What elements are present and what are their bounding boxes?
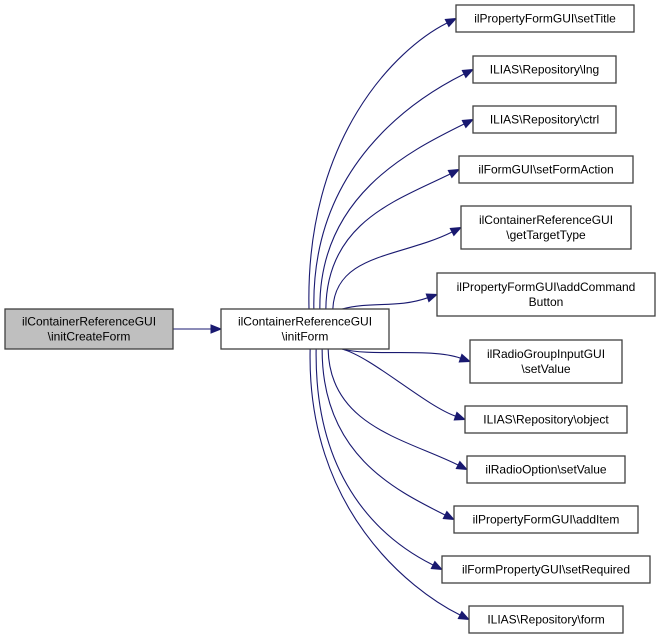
edge-initForm-to-c3 — [325, 168, 461, 310]
arrowhead — [453, 411, 467, 421]
node-label: ilRadioGroupInputGUI — [487, 347, 605, 361]
node-c3[interactable]: ilFormGUI\setFormAction — [458, 155, 634, 184]
edge-initForm-to-c9 — [321, 348, 456, 521]
arrowhead — [447, 168, 461, 179]
arrowhead — [425, 293, 439, 303]
edge-initForm-to-c0 — [308, 17, 458, 310]
node-box[interactable] — [220, 308, 390, 350]
edge-initForm-to-c5 — [341, 293, 439, 310]
node-box[interactable] — [4, 308, 174, 350]
node-label: ILIAS\Repository\ctrl — [490, 113, 599, 127]
edge-line — [341, 348, 456, 417]
node-c7[interactable]: ILIAS\Repository\object — [464, 405, 628, 434]
edge-line — [341, 297, 428, 310]
edge-initForm-to-c1 — [313, 68, 475, 310]
node-label: ILIAS\Repository\object — [483, 413, 609, 427]
edge-line — [327, 348, 459, 466]
edge-initForm-to-c11 — [309, 348, 471, 621]
node-label: ilPropertyFormGUI\setTitle — [474, 12, 616, 26]
edge-line — [325, 173, 451, 310]
arrowhead — [461, 68, 475, 79]
node-label: ilFormPropertyGUI\setRequired — [462, 563, 630, 577]
arrowhead — [442, 510, 456, 521]
node-c8[interactable]: ilRadioOption\setValue — [466, 455, 626, 484]
arrowhead — [458, 353, 472, 363]
edge-line — [308, 22, 448, 310]
node-box[interactable] — [464, 405, 628, 434]
node-label: ilContainerReferenceGUI — [479, 213, 613, 227]
node-label: \setValue — [521, 362, 570, 376]
node-box[interactable] — [441, 555, 651, 584]
node-label: \getTargetType — [506, 228, 586, 242]
edges-layer — [173, 17, 475, 621]
arrowhead — [449, 226, 463, 237]
node-c6[interactable]: ilRadioGroupInputGUI\setValue — [469, 339, 623, 384]
edge-line — [319, 123, 465, 310]
node-c11[interactable]: ILIAS\Repository\form — [468, 605, 624, 634]
edge-line — [332, 231, 453, 310]
edge-initForm-to-c2 — [319, 118, 475, 310]
node-label: ilFormGUI\setFormAction — [478, 163, 613, 177]
node-box[interactable] — [453, 505, 639, 534]
edge-initForm-to-c8 — [327, 348, 469, 471]
edge-line — [321, 348, 446, 516]
node-label: \initForm — [282, 330, 329, 344]
node-label: ilPropertyFormGUI\addCommand — [457, 280, 636, 294]
node-c9[interactable]: ilPropertyFormGUI\addItem — [453, 505, 639, 534]
node-box[interactable] — [458, 155, 634, 184]
edge-line — [309, 348, 461, 616]
nodes-layer: ilContainerReferenceGUI\initCreateFormil… — [4, 4, 656, 634]
node-c10[interactable]: ilFormPropertyGUI\setRequired — [441, 555, 651, 584]
node-label: \initCreateForm — [48, 330, 131, 344]
node-box[interactable] — [469, 339, 623, 384]
arrowhead — [210, 324, 223, 334]
edge-initForm-to-c4 — [332, 226, 463, 310]
arrowhead — [430, 560, 444, 571]
arrowhead — [455, 460, 469, 471]
node-c2[interactable]: ILIAS\Repository\ctrl — [472, 105, 617, 134]
node-root[interactable]: ilContainerReferenceGUI\initCreateForm — [4, 308, 174, 350]
node-initForm[interactable]: ilContainerReferenceGUI\initForm — [220, 308, 390, 350]
edge-line — [313, 73, 465, 310]
node-box[interactable] — [455, 4, 635, 33]
edge-root-to-initForm — [173, 324, 223, 334]
node-box[interactable] — [436, 272, 656, 317]
arrowhead — [444, 17, 458, 28]
node-label: ILIAS\Repository\form — [487, 613, 604, 627]
arrowhead — [461, 118, 475, 129]
node-box[interactable] — [472, 55, 617, 84]
node-box[interactable] — [468, 605, 624, 634]
node-box[interactable] — [466, 455, 626, 484]
node-label: ilContainerReferenceGUI — [238, 315, 372, 329]
edge-initForm-to-c7 — [341, 348, 467, 421]
edge-initForm-to-c10 — [315, 348, 444, 571]
node-label: ilPropertyFormGUI\addItem — [473, 513, 620, 527]
arrowhead — [457, 610, 471, 621]
edge-line — [315, 348, 434, 566]
edge-initForm-to-c6 — [341, 348, 472, 363]
node-c0[interactable]: ilPropertyFormGUI\setTitle — [455, 4, 635, 33]
node-box[interactable] — [460, 205, 632, 250]
node-label: Button — [529, 295, 564, 309]
edge-line — [341, 348, 461, 359]
node-label: ilRadioOption\setValue — [485, 463, 607, 477]
node-label: ilContainerReferenceGUI — [22, 315, 156, 329]
node-c1[interactable]: ILIAS\Repository\lng — [472, 55, 617, 84]
node-label: ILIAS\Repository\lng — [490, 63, 599, 77]
node-box[interactable] — [472, 105, 617, 134]
node-c4[interactable]: ilContainerReferenceGUI\getTargetType — [460, 205, 632, 250]
